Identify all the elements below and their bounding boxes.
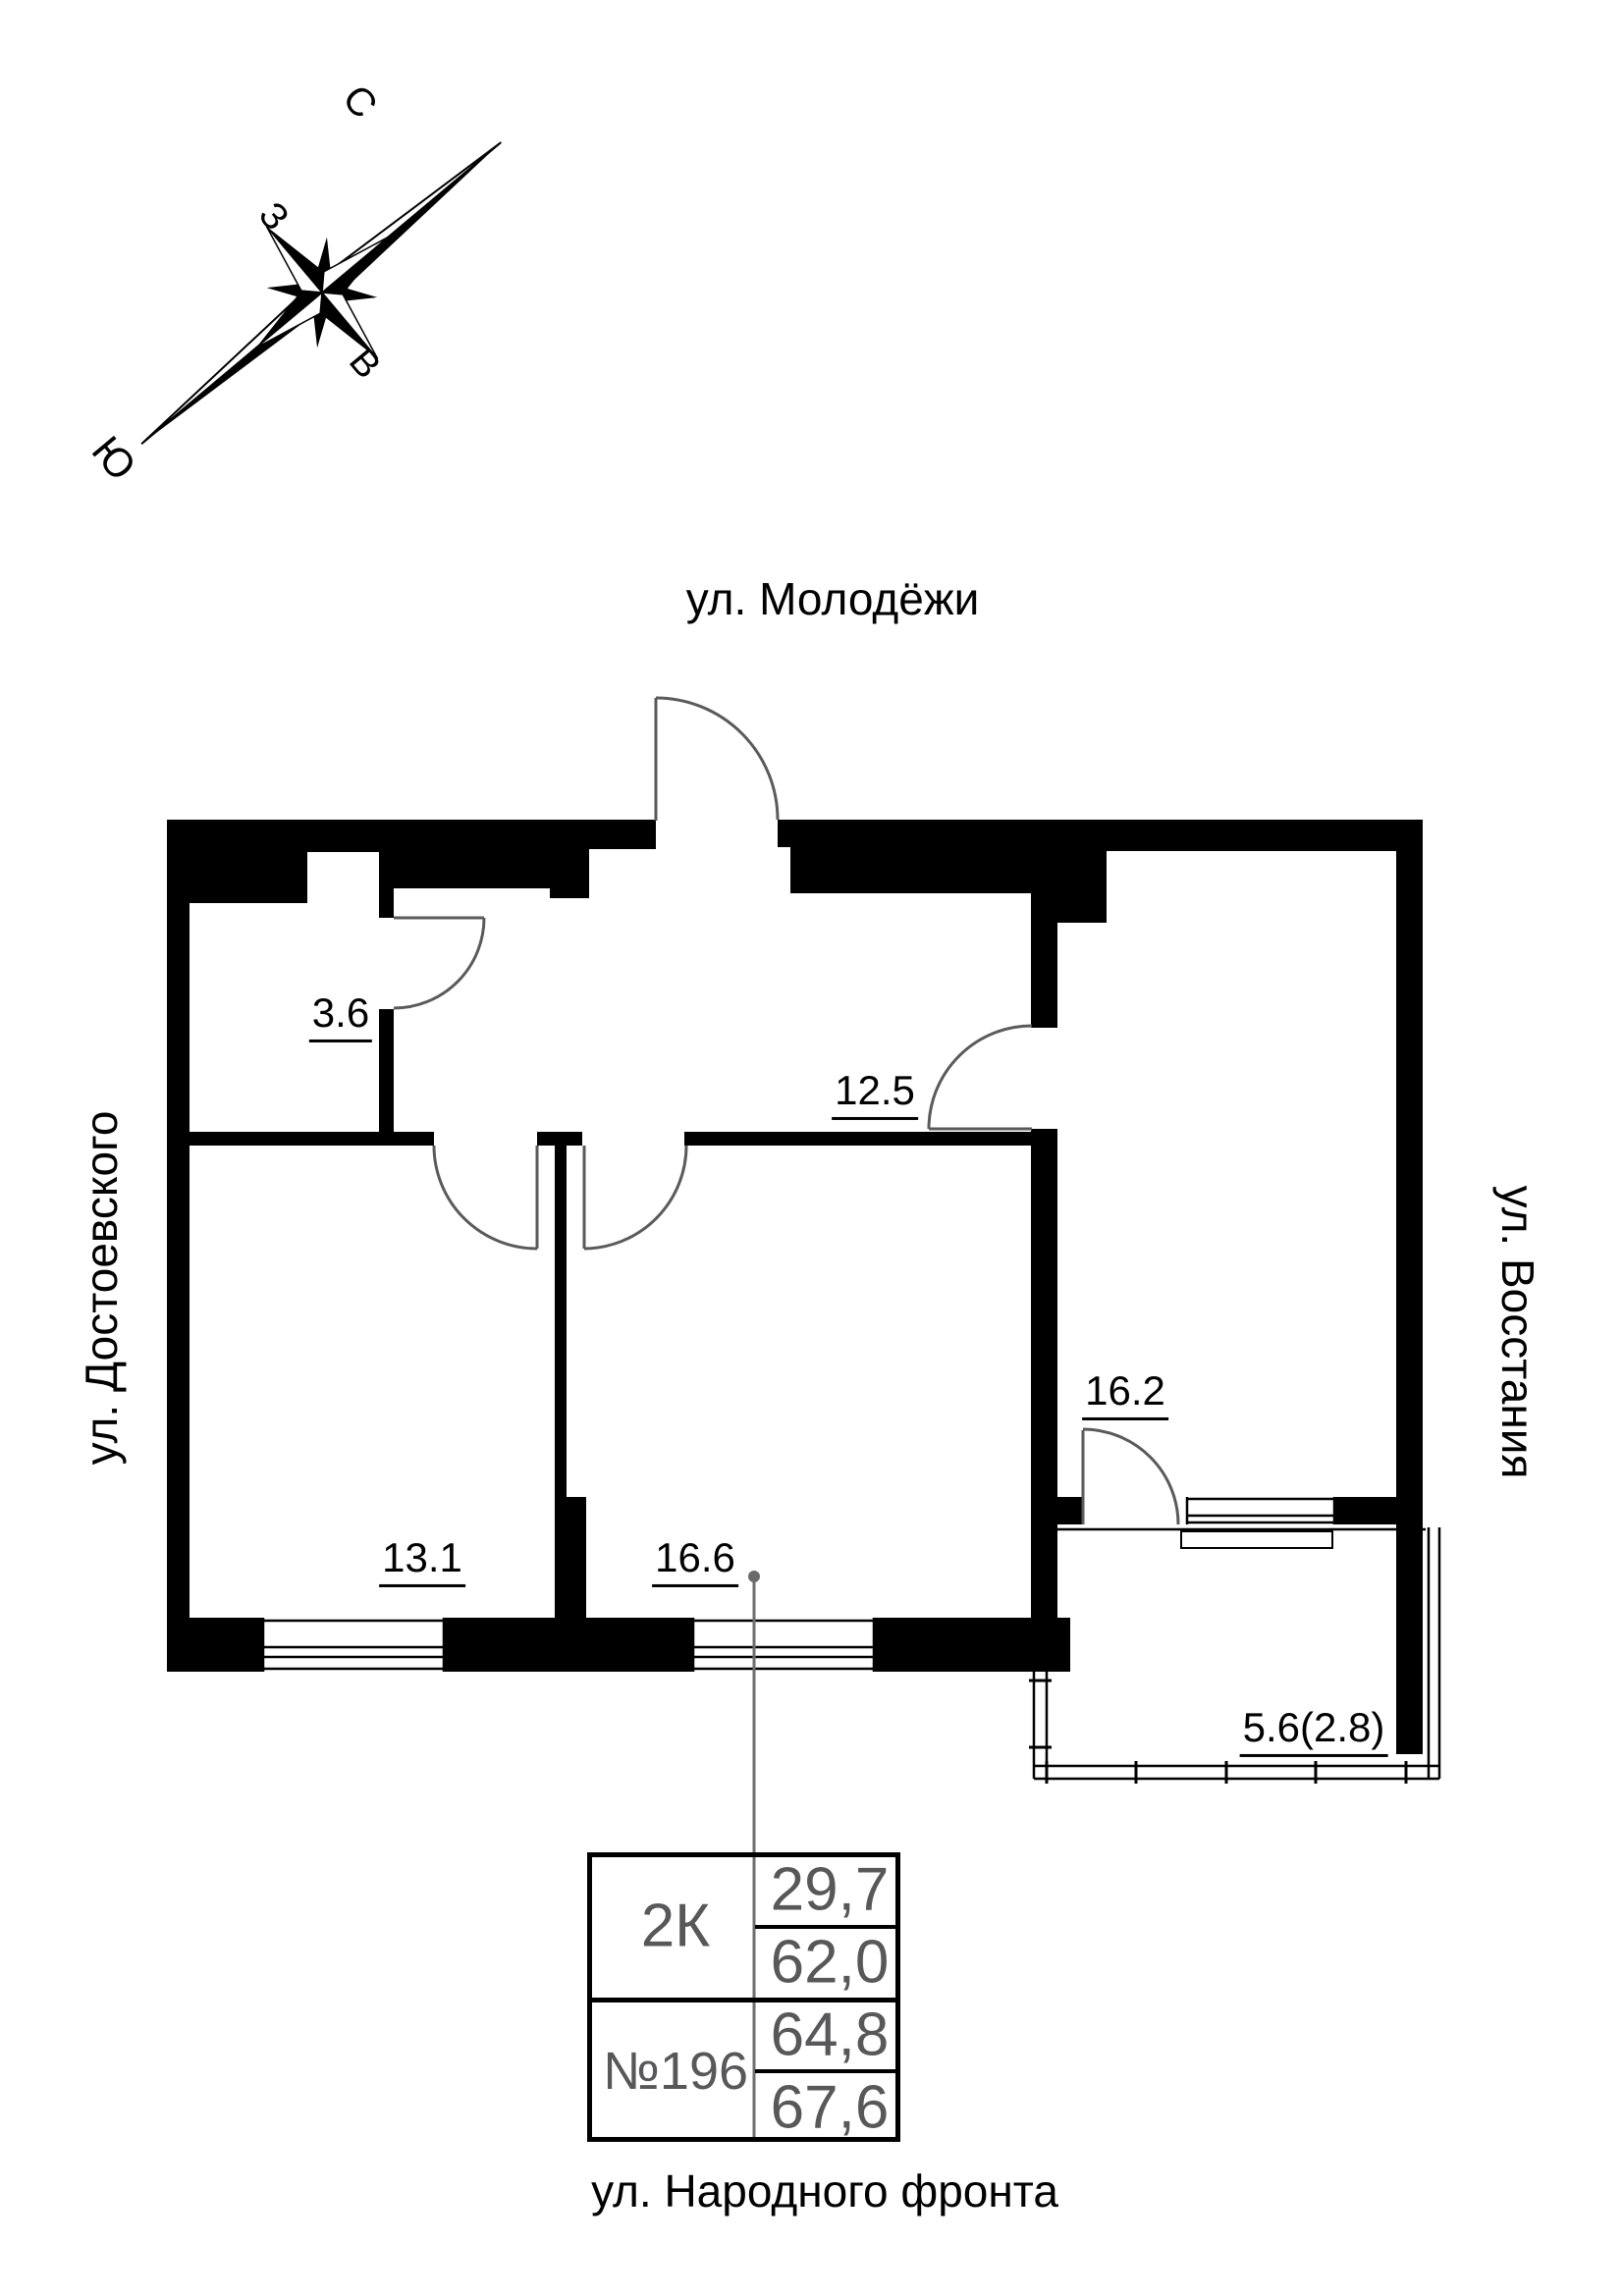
room-area-label: 16.6 <box>652 1535 738 1588</box>
wall-segment <box>565 1618 692 1672</box>
wall-segment <box>379 1009 394 1134</box>
room-area-label: 5.6(2.8) <box>1239 1705 1388 1758</box>
walls <box>167 820 1423 1754</box>
wall-segment <box>550 820 589 898</box>
wall-segment <box>555 1146 567 1497</box>
window-icon <box>689 1618 878 1672</box>
door-icon <box>582 1145 688 1251</box>
wall-segment <box>1031 820 1107 923</box>
wall-segment <box>1335 1497 1396 1524</box>
room-area-label: 16.2 <box>1082 1368 1168 1421</box>
door-icon <box>432 1145 539 1251</box>
wall-segment <box>445 1618 565 1672</box>
wall-segment <box>189 1132 434 1146</box>
wall-segment <box>537 1132 582 1146</box>
wall-segment <box>555 1497 586 1618</box>
room-area-label: 3.6 <box>308 990 373 1043</box>
wall-segment <box>167 1618 262 1672</box>
unit-value: 62,0 <box>770 1928 890 1997</box>
street-label-bottom: ул. Народного фронта <box>591 2165 1058 2216</box>
street-label-top: ул. Молодёжи <box>685 573 980 624</box>
wall-segment <box>307 820 380 852</box>
unit-type: 2К <box>640 1892 711 1960</box>
street-label-left: ул. Достоевского <box>76 1110 127 1466</box>
wall-segment <box>1031 923 1057 1028</box>
unit-info-table: 2К 29,7 62,0 №196 64,8 67,6 <box>587 1852 900 2142</box>
wall-segment <box>379 852 394 918</box>
door-balcony-icon <box>1081 1427 1180 1525</box>
wall-segment <box>1031 1129 1057 1618</box>
table-divider <box>755 2069 895 2073</box>
wall-segment <box>589 820 656 849</box>
wall-segment <box>167 820 307 903</box>
table-divider <box>755 1925 895 1929</box>
window-icon <box>259 1618 448 1672</box>
wall-segment <box>1031 1497 1083 1524</box>
wall-segment <box>1107 820 1423 851</box>
unit-value: 29,7 <box>770 1855 890 1924</box>
unit-value: 64,8 <box>770 2001 890 2069</box>
balcony-parapet <box>1029 1527 1441 1784</box>
leader-line <box>748 1571 760 2140</box>
room-area-label: 12.5 <box>832 1068 918 1121</box>
door-entrance-icon <box>654 696 780 821</box>
wall-segment <box>778 820 790 847</box>
wall-segment <box>684 1132 1031 1146</box>
wall-segment <box>380 820 550 888</box>
wall-segment <box>1396 820 1423 1754</box>
windows <box>259 1497 1336 1672</box>
doors <box>393 696 1180 1525</box>
door-icon <box>927 1024 1033 1131</box>
unit-value: 67,6 <box>770 2073 890 2142</box>
compass-rose-icon <box>140 141 502 446</box>
parapet-ticks <box>1029 1679 1408 1784</box>
window-icon <box>1185 1497 1336 1524</box>
wall-segment <box>167 820 189 1672</box>
wall-segment <box>875 1618 1070 1672</box>
wall-segment <box>790 820 1031 893</box>
street-label-right: ул. Восстания <box>1492 1185 1543 1479</box>
room-area-label: 13.1 <box>379 1535 465 1588</box>
table-divider <box>592 1998 895 2002</box>
door-icon <box>393 916 486 1010</box>
unit-number: №196 <box>602 2042 749 2101</box>
